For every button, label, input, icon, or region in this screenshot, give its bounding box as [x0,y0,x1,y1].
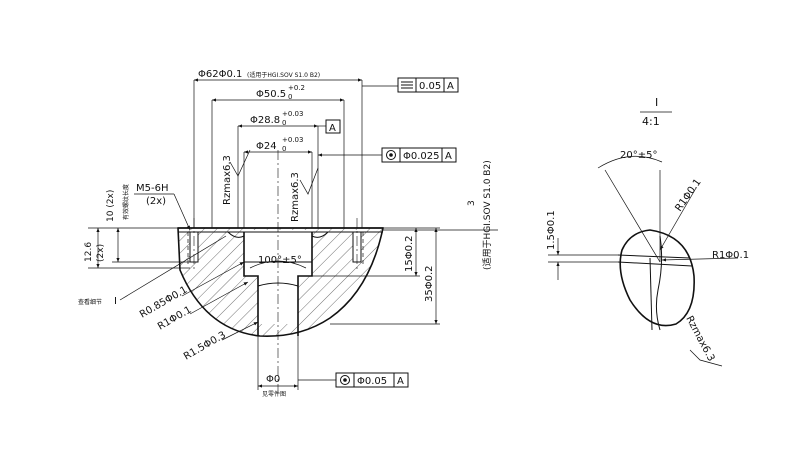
dim-phi0: Φ0 [266,374,280,385]
detail-angle: 20°±5° [620,150,657,161]
detail-dim-15: 1.5Φ0.1 [546,210,557,250]
detail-label: I [655,96,658,109]
detail-view: I 4:1 20°±5° R1Φ0.1 R1Φ0.1 1.5Φ0.1 Rzmax… [546,96,749,367]
concentricity-symbol-icon [386,150,396,160]
diameter-dimensions: Φ62Φ0.1 (适用于HGI.SOV S1.0 B2) Φ50.5 +0.2 … [193,69,363,228]
fcf-concentricity-top-value: Φ0.025 [403,151,440,162]
bottom-dimension: Φ0 见零件图 [257,336,299,398]
fcf-flatness: 0.05 A [362,77,459,93]
fcf-flatness-datum: A [447,81,454,92]
detail-r1-mid: R1Φ0.1 [712,250,749,261]
dim-12-6-count: (2x) [96,244,106,262]
fcf-concentricity-bottom-value: Φ0.05 [357,376,387,387]
dim-15: 15Φ0.2 [404,236,415,273]
thread-depth-note: 有效螺纹长度 [122,184,130,220]
dim-dia62: Φ62Φ0.1 [198,69,242,80]
right-note-num: 3 [467,200,477,206]
phi0-note: 见零件图 [262,390,286,398]
dim-dia24: Φ24 [256,141,277,152]
dim-dia28-tol-lower: 0 [282,119,286,127]
right-applicability-note: 3 (适用于HGI.SOV S1.0 B2) [383,160,498,270]
thread-count: (2x) [146,196,166,207]
dim-dia24-tol-upper: +0.03 [282,136,303,144]
right-note: (适用于HGI.SOV S1.0 B2) [482,160,493,270]
flatness-symbol-icon [401,81,413,89]
concentricity-symbol-icon [340,375,350,385]
detail-scale: 4:1 [642,115,660,128]
dim-dia50-tol-upper: +0.2 [288,84,305,92]
detail-ref: I [114,296,117,307]
rz-right: Rzmax6.3 [290,172,301,222]
dim-dia28-tol-upper: +0.03 [282,110,303,118]
detail-outline [619,229,695,327]
dim-dia62-note: (适用于HGI.SOV S1.0 B2) [247,71,320,79]
thread-depth: 10 (2x) [106,190,116,222]
fcf-concentricity-top: Φ0.025 A [318,147,457,163]
thread-label: M5-6H [136,183,168,194]
fcf-concentricity-bottom-datum: A [397,376,404,387]
datum-a-box [325,119,341,134]
fcf-concentricity-top-datum: A [445,151,452,162]
datum-a-label: A [329,123,336,134]
dim-12-6: 12.6 [84,242,94,262]
depth-dimensions: 15Φ0.2 35Φ0.2 [312,227,440,325]
angle-100: 100°±5° [258,255,302,266]
detail-ref-note: 查看细节 [78,298,102,306]
main-section-view [177,150,384,392]
detail-rz: Rzmax6.3 [683,314,716,363]
fcf-flatness-value: 0.05 [419,81,441,92]
roughness-marks: Rzmax6.3 Rzmax6.3 [222,149,319,222]
angle-100-dimension: 100°±5° [249,255,307,269]
dim-dia50: Φ50.5 [256,89,286,100]
dim-dia50-tol-lower: 0 [288,93,292,101]
dim-35: 35Φ0.2 [424,266,435,303]
fcf-concentricity-bottom: Φ0.05 A [298,372,409,388]
detail-r1-top: R1Φ0.1 [673,177,703,214]
radius-r15: R1.5Φ0.3 [182,330,228,363]
dim-dia28: Φ28.8 [250,115,280,126]
dim-dia24-tol-lower: 0 [282,145,286,153]
rz-left: Rzmax6.3 [222,155,233,205]
